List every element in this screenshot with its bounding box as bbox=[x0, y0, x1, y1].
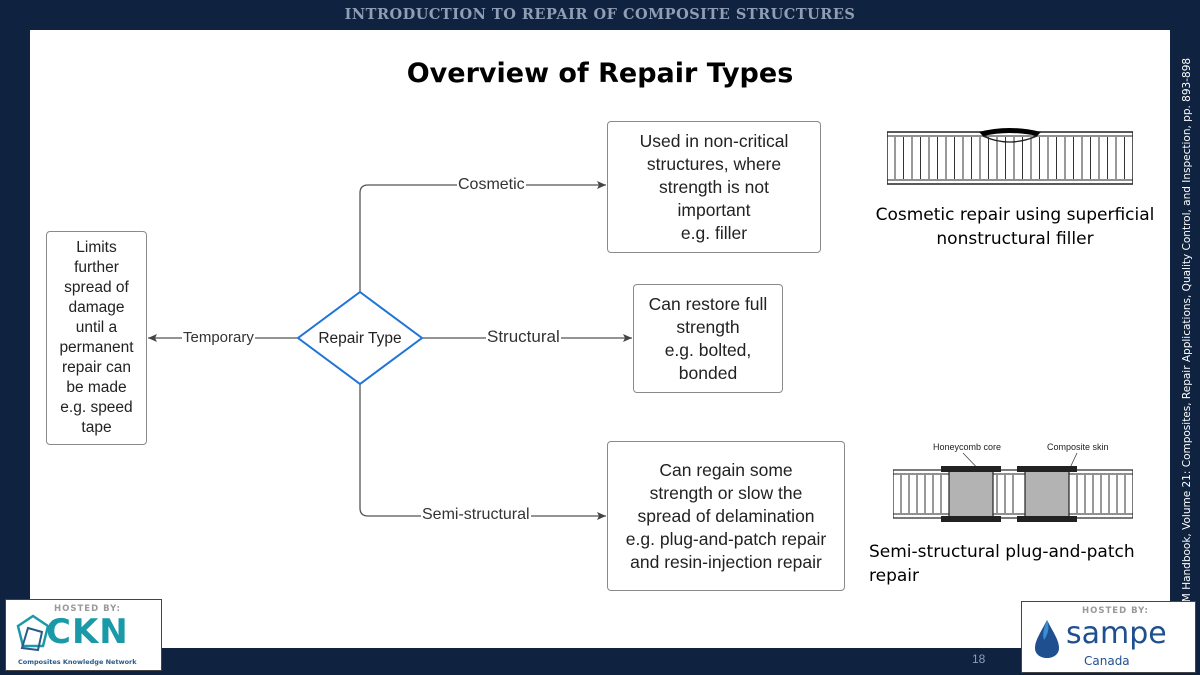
trunk-up-connector bbox=[359, 181, 606, 292]
cosmetic-figure-caption: Cosmetic repair using superficial nonstr… bbox=[875, 205, 1155, 249]
trunk-down-connector bbox=[359, 384, 606, 520]
cosmetic-repair-figure bbox=[887, 128, 1133, 185]
decision-label: Repair Type bbox=[318, 330, 401, 347]
patch-plug-right bbox=[1024, 469, 1070, 519]
sampe-logo: HOSTED BY: sampe Canada bbox=[1021, 601, 1196, 673]
patch-top-left bbox=[941, 466, 1001, 472]
temporary-description-box: Limits further spread of damage until a … bbox=[46, 231, 147, 445]
semi-structural-description-box: Can regain some strength or slow the spr… bbox=[607, 441, 845, 591]
honeycomb-core-label: Honeycomb core bbox=[933, 442, 1001, 452]
edge-label-semi-structural: Semi-structural bbox=[421, 506, 531, 524]
ckn-wordmark: CKN bbox=[46, 612, 129, 652]
edge-label-cosmetic: Cosmetic bbox=[457, 176, 526, 194]
slide-title: Overview of Repair Types bbox=[406, 58, 794, 89]
edge-label-temporary: Temporary bbox=[182, 329, 255, 347]
page-number: 18 bbox=[972, 652, 986, 666]
edge-label-structural: Structural bbox=[486, 327, 561, 346]
filler-shape bbox=[979, 128, 1041, 136]
plug-patch-repair-figure: Honeycomb core Composite skin bbox=[893, 442, 1133, 522]
patch-bottom-left bbox=[941, 516, 1001, 522]
citation-text: ASM Handbook, Volume 21: Composites, Rep… bbox=[1181, 57, 1193, 617]
patch-plug-left bbox=[948, 469, 994, 519]
ckn-mark-icon bbox=[16, 614, 50, 652]
ckn-subtitle: Composites Knowledge Network bbox=[18, 658, 137, 666]
patch-bottom-right bbox=[1017, 516, 1077, 522]
ckn-logo: HOSTED BY: CKN Composites Knowledge Netw… bbox=[5, 599, 162, 671]
sampe-subtitle: Canada bbox=[1084, 654, 1130, 668]
patch-top-right bbox=[1017, 466, 1077, 472]
sampe-wordmark: sampe bbox=[1066, 616, 1167, 651]
sampe-hosted-label: HOSTED BY: bbox=[1082, 606, 1149, 616]
ckn-hosted-label: HOSTED BY: bbox=[54, 604, 121, 614]
cosmetic-description-box: Used in non-critical structures, where s… bbox=[607, 121, 821, 253]
semi-structural-figure-caption: Semi-structural plug-and-patch repair bbox=[869, 542, 1135, 586]
slide-header: INTRODUCTION TO REPAIR OF COMPOSITE STRU… bbox=[344, 6, 856, 23]
structural-description-box: Can restore full strength e.g. bolted, b… bbox=[633, 284, 783, 393]
sampe-drop-icon bbox=[1035, 620, 1059, 658]
composite-skin-label: Composite skin bbox=[1047, 442, 1109, 452]
decision-diamond bbox=[296, 290, 424, 386]
